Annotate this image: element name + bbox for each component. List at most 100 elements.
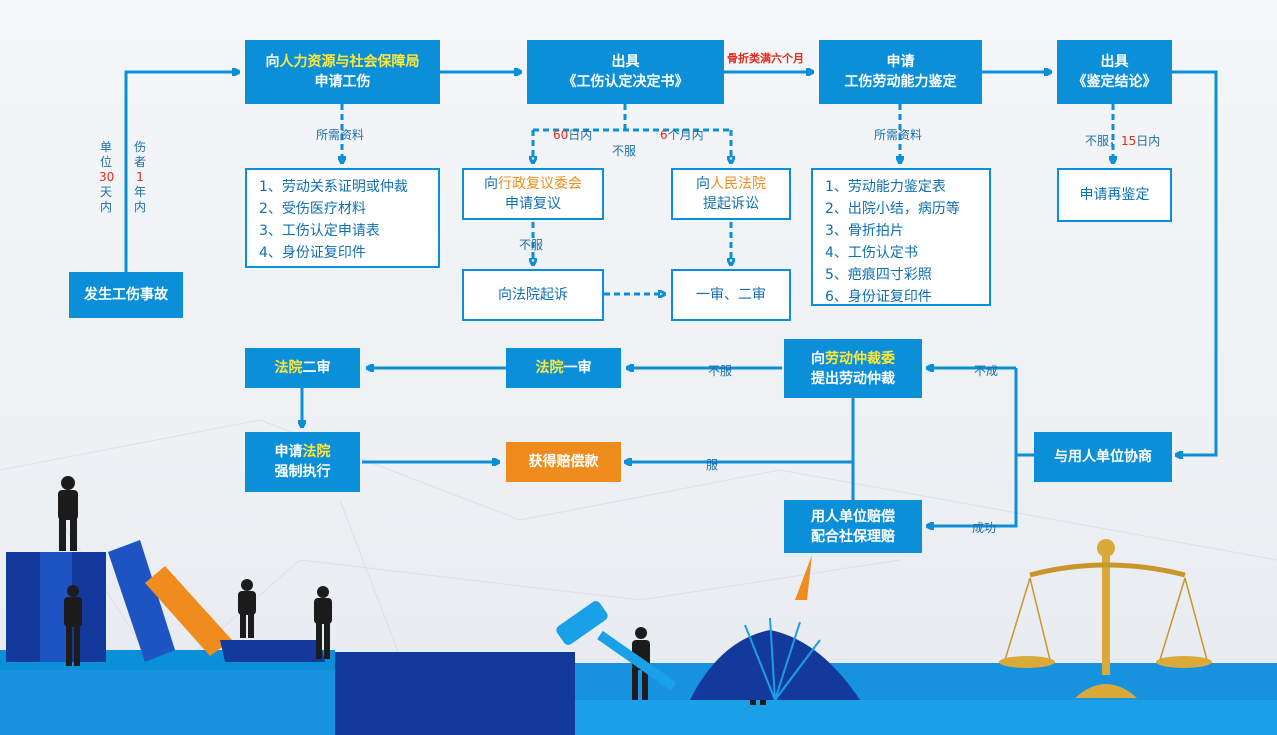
assess-doc-item: 1、劳动能力鉴定表 — [825, 179, 946, 195]
issue-decision-line2: 《工伤认定决定书》 — [562, 74, 689, 90]
six-months-unit: 个月内 — [667, 128, 704, 142]
disagree-arbitration-label: 不服 — [708, 364, 733, 378]
court-sue-prefix: 向 — [696, 176, 710, 192]
arbitration-line1: 向劳动仲裁委 — [811, 349, 895, 369]
assess-doc-item: 4、工伤认定书 — [825, 245, 918, 261]
success-label: 成功 — [972, 521, 997, 535]
unit-days-char: 内 — [99, 200, 112, 214]
court-sue-line2: 提起诉讼 — [703, 196, 759, 212]
compensation-node: 获得赔偿款 — [506, 442, 621, 482]
arrow-conclusion-to-negotiate — [1172, 70, 1218, 455]
sue-to-court-label: 向法院起诉 — [498, 287, 568, 303]
issue-conclusion-line1: 出具 — [1100, 54, 1129, 70]
disagree-decision-label: 不服 — [612, 144, 637, 158]
assess-doc-item: 6、身份证复印件 — [825, 289, 932, 305]
admin-review-line1: 向行政复议委会 — [484, 174, 582, 194]
apply-injury-node: 向人力资源与社会保障局 申请工伤 — [245, 40, 440, 104]
employer-pay-line1: 用人单位赔偿 — [811, 508, 895, 525]
enforce-prefix: 申请 — [274, 444, 303, 460]
injured-year-char: 内 — [133, 200, 146, 214]
assess-doc-item: 5、疤痕四寸彩照 — [825, 267, 932, 283]
unit-days-number: 30 — [99, 170, 115, 184]
issue-conclusion-line2: 《鉴定结论》 — [1072, 74, 1157, 90]
court-second-org: 法院 — [274, 360, 303, 376]
injured-year-char: 年 — [133, 185, 146, 199]
court-first-label: 法院一审 — [536, 358, 592, 378]
court-sue-line1: 向人民法院 — [696, 174, 766, 194]
negotiate-label: 与用人单位协商 — [1054, 449, 1152, 465]
disagree-conclusion-prefix: 不服， — [1085, 134, 1122, 148]
apply-org: 人力资源与社会保障局 — [279, 54, 420, 70]
required-docs-label-1: 所需资料 — [316, 128, 365, 142]
arbitration-node: 向劳动仲裁委 提出劳动仲裁 — [784, 339, 922, 398]
injured-year-number: 1 — [136, 170, 144, 184]
issue-conclusion-node: 出具 《鉴定结论》 — [1057, 40, 1172, 104]
enforcement-line1: 申请法院 — [275, 442, 331, 462]
apply-assess-line2: 工伤劳动能力鉴定 — [844, 74, 957, 90]
unit-30-days-label: 单 位 30 天 内 — [99, 140, 115, 215]
negotiate-node: 与用人单位协商 — [1034, 432, 1172, 482]
employer-pay-line2: 配合社保理赔 — [811, 528, 895, 545]
agree-label: 服 — [706, 458, 719, 472]
court-second-label: 法院二审 — [275, 358, 331, 378]
disagree-conclusion-label: 不服，15日内 — [1085, 132, 1160, 149]
arrow-negotiate-branches — [1014, 368, 1034, 457]
arrow-negotiate-to-employer — [928, 455, 1018, 526]
six-months-label: 6个月内 — [660, 126, 704, 143]
fail-label: 不成 — [974, 364, 999, 378]
enforce-org: 法院 — [302, 444, 331, 460]
sixty-days-unit: 日内 — [568, 128, 593, 142]
apply-prefix: 向 — [265, 54, 280, 70]
reapply-label: 申请再鉴定 — [1079, 187, 1150, 203]
injured-year-char: 伤 — [133, 140, 146, 154]
apply-assess-line1: 申请 — [886, 54, 915, 70]
assess-docs-list: 1、劳动能力鉴定表 2、出院小结，病历等 3、骨折拍片 4、工伤认定书 5、疤痕… — [811, 168, 991, 306]
apply-doc-item: 2、受伤医疗材料 — [259, 201, 366, 217]
sue-to-court-node: 向法院起诉 — [462, 269, 604, 321]
apply-injury-line1: 向人力资源与社会保障局 — [266, 52, 420, 72]
apply-docs-list: 1、劳动关系证明或仲裁 2、受伤医疗材料 3、工伤认定申请表 4、身份证复印件 — [245, 168, 440, 268]
admin-review-prefix: 向 — [484, 176, 498, 192]
first-second-label: 一审、二审 — [696, 287, 766, 303]
arrow-arbitration-to-compensation — [626, 398, 855, 462]
disagree-conclusion-number: 15 — [1121, 134, 1137, 148]
apply-assessment-node: 申请 工伤劳动能力鉴定 — [819, 40, 982, 104]
issue-decision-node: 出具 《工伤认定决定书》 — [527, 40, 724, 104]
arrow-decision-split — [533, 104, 731, 132]
enforcement-line2: 强制执行 — [274, 464, 331, 480]
assess-doc-item: 2、出院小结，病历等 — [825, 201, 960, 217]
required-docs-label-2: 所需资料 — [874, 128, 923, 142]
court-second-trial-node: 法院二审 — [245, 348, 360, 388]
arbitration-line2: 提出劳动仲裁 — [811, 370, 895, 387]
issue-decision-line1: 出具 — [611, 54, 640, 70]
arbitration-prefix: 向 — [811, 350, 825, 367]
disagree-review-label: 不服 — [519, 238, 544, 252]
court-first-trial-node: 法院一审 — [506, 348, 621, 388]
admin-review-line2: 申请复议 — [505, 196, 561, 212]
accident-label: 发生工伤事故 — [84, 287, 168, 303]
first-second-trial-node: 一审、二审 — [671, 269, 791, 321]
six-months-number: 6 — [660, 128, 668, 142]
admin-review-node: 向行政复议委会 申请复议 — [462, 168, 604, 220]
sixty-days-number: 60 — [553, 128, 569, 142]
unit-days-char: 天 — [99, 185, 112, 199]
arrow-accident-to-apply — [124, 72, 238, 272]
apply-doc-item: 3、工伤认定申请表 — [259, 223, 380, 239]
disagree-conclusion-unit: 日内 — [1136, 134, 1161, 148]
admin-review-org: 行政复议委会 — [498, 176, 582, 192]
injured-1-year-label: 伤 者 1 年 内 — [133, 140, 147, 215]
court-first-suffix: 一审 — [563, 360, 592, 376]
assess-doc-item: 3、骨折拍片 — [825, 223, 904, 239]
court-sue-node: 向人民法院 提起诉讼 — [671, 168, 791, 220]
enforcement-node: 申请法院 强制执行 — [245, 432, 360, 492]
court-second-suffix: 二审 — [302, 360, 331, 376]
apply-doc-item: 1、劳动关系证明或仲裁 — [259, 179, 408, 195]
court-first-org: 法院 — [535, 360, 564, 376]
compensation-label: 获得赔偿款 — [528, 454, 599, 470]
fracture-six-months-label: 骨折类满六个月 — [727, 52, 804, 65]
apply-doc-item: 4、身份证复印件 — [259, 245, 366, 261]
reapply-node: 申请再鉴定 — [1057, 168, 1172, 222]
unit-days-char: 单 — [99, 140, 112, 154]
arbitration-org: 劳动仲裁委 — [825, 350, 895, 367]
